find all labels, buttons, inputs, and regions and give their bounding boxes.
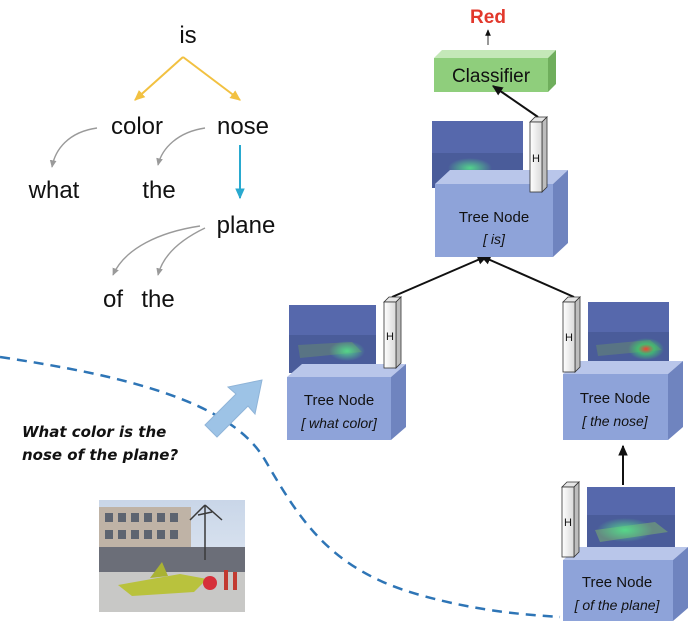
node-left-sub: [ what color] [300, 415, 378, 431]
hidden-label-left: H [386, 331, 394, 343]
hidden-label-right: H [565, 332, 573, 344]
word-nose: nose [217, 113, 269, 140]
classifier-block: Classifier [434, 50, 556, 92]
edge-right-root [479, 255, 575, 298]
tree-node-left: Tree Node [ what color] H [287, 296, 406, 440]
node-bottom-sub: [ of the plane] [574, 597, 661, 613]
node-root-sub: [ is] [482, 231, 506, 247]
tree-node-bottom: Tree Node [ of the plane] H [561, 481, 688, 621]
arrow-color-what [49, 127, 98, 168]
arrow-nose-the [156, 127, 206, 166]
input-arrow [204, 379, 263, 438]
word-color: color [111, 113, 163, 140]
question-line-2: nose of the plane? [22, 446, 178, 464]
arrow-is-color [134, 56, 184, 101]
node-root-title: Tree Node [459, 209, 529, 226]
question-line-1: What color is the [22, 423, 166, 441]
word-of: of [103, 286, 123, 313]
node-bottom-title: Tree Node [582, 574, 652, 591]
word-the-2: the [141, 286, 174, 313]
word-the: the [142, 177, 175, 204]
arrow-is-nose [182, 56, 241, 101]
arrow-plane-of [112, 225, 201, 276]
dashed-separator [0, 355, 561, 619]
edge-root-classifier [492, 85, 539, 118]
hidden-state-root: H [529, 116, 548, 193]
node-left-title: Tree Node [304, 392, 374, 409]
input-image [99, 500, 245, 612]
hidden-state-bottom: H [561, 481, 580, 558]
edge-left-root [391, 255, 489, 298]
classifier-label: Classifier [452, 66, 531, 87]
arrow-plane-the [156, 227, 206, 276]
word-plane: plane [217, 212, 276, 239]
word-what: what [28, 177, 80, 204]
hidden-label-root: H [532, 153, 540, 165]
hidden-state-left: H [383, 296, 402, 369]
node-right-sub: [ the nose] [581, 413, 648, 429]
parse-tree: is color nose what the plane of the [28, 22, 276, 313]
tree-node-root: Tree Node [ is] H [432, 116, 568, 257]
hidden-label-bottom: H [564, 517, 572, 529]
hidden-state-right: H [562, 296, 581, 373]
answer-label: Red [470, 7, 506, 28]
word-is: is [179, 22, 196, 49]
tree-node-right: Tree Node [ the nose] H [562, 296, 683, 440]
node-right-title: Tree Node [580, 390, 650, 407]
